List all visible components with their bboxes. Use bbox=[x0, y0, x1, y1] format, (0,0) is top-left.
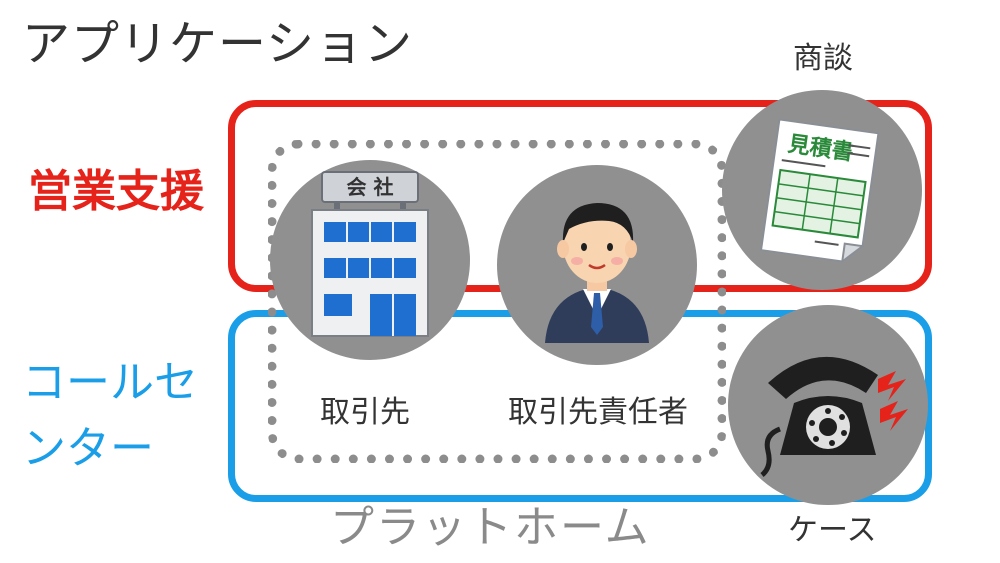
company-building-icon: 会 社 bbox=[311, 171, 429, 337]
application-title: アプリケーション bbox=[22, 16, 414, 72]
sales-support-label: 営業支援 bbox=[28, 166, 204, 217]
account-label: 取引先 bbox=[320, 395, 410, 430]
ringing-telephone-icon bbox=[760, 356, 908, 477]
company-sign-text: 会 社 bbox=[347, 175, 394, 199]
call-center-label: コールセンター bbox=[22, 357, 198, 474]
account-circle: 会 社 bbox=[270, 160, 470, 360]
deal-label: 商談 bbox=[793, 41, 853, 76]
contact-label: 取引先責任者 bbox=[508, 395, 688, 430]
deal-circle: 見積書 bbox=[722, 90, 922, 290]
case-circle bbox=[728, 305, 928, 505]
contact-circle bbox=[497, 165, 697, 365]
platform-dotted-box bbox=[268, 140, 726, 463]
platform-title: プラットホーム bbox=[330, 502, 651, 553]
estimate-document-icon: 見積書 bbox=[759, 118, 880, 264]
case-label: ケース bbox=[788, 513, 877, 548]
businessman-icon bbox=[545, 203, 649, 343]
